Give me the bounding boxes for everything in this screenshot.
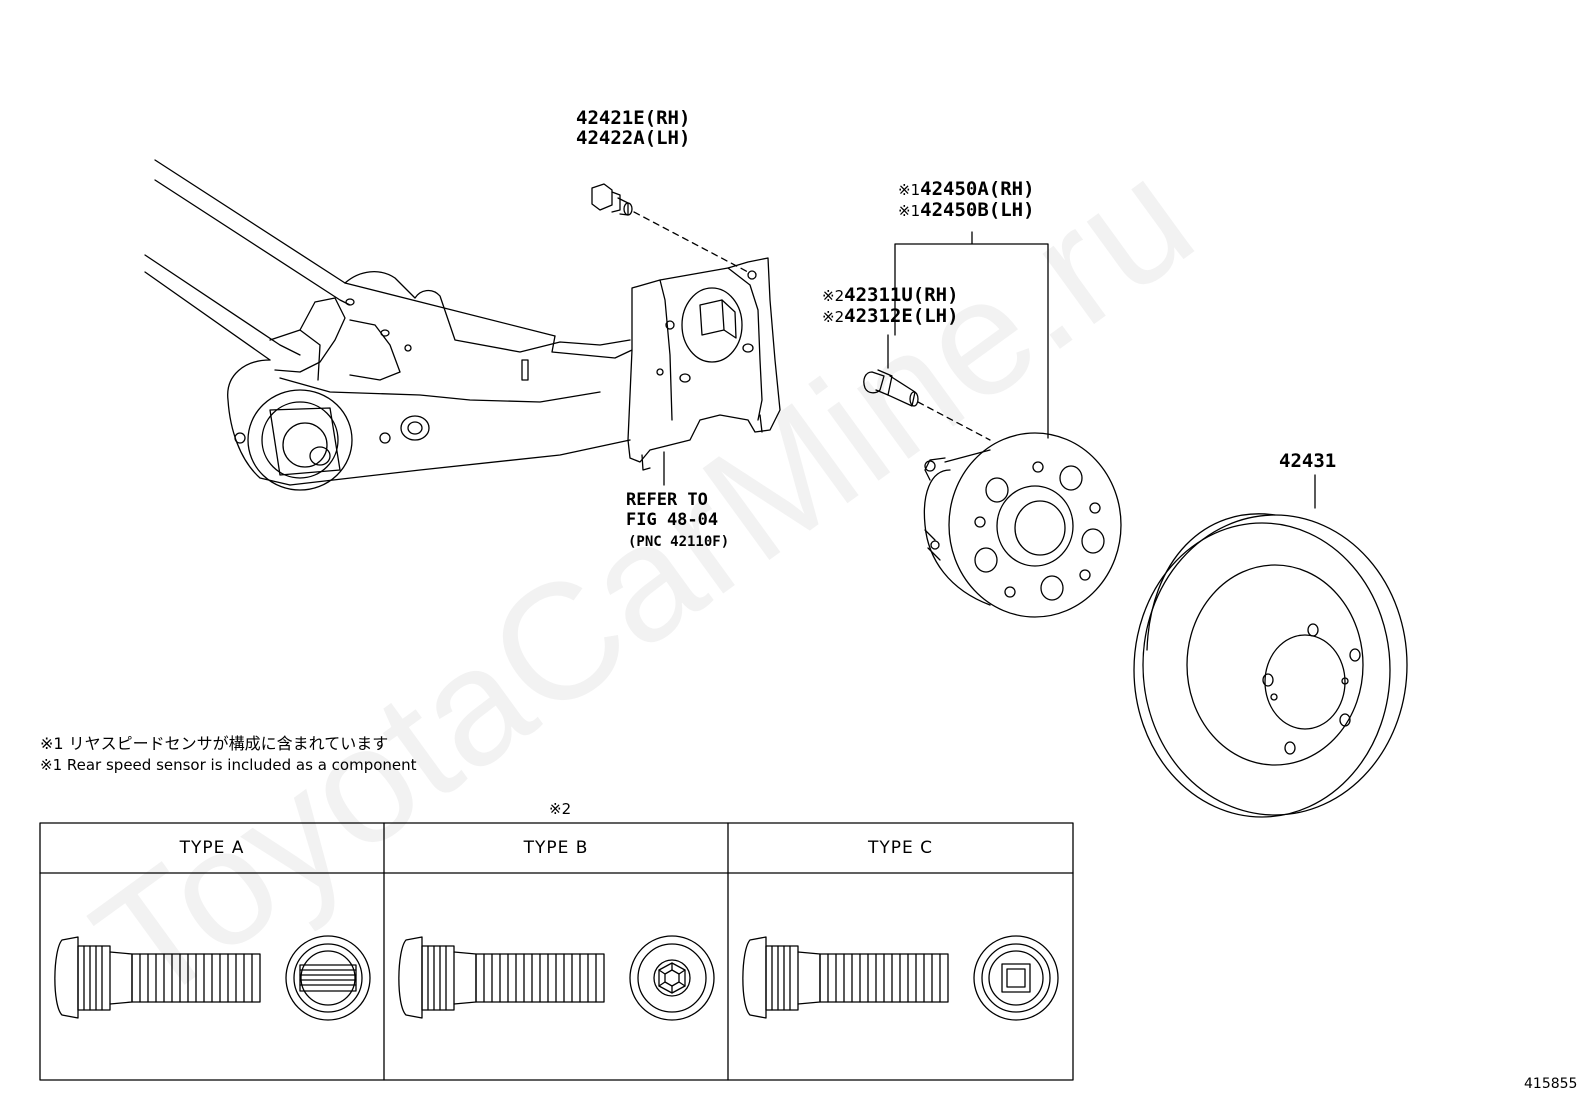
stud-type-table (39, 822, 1074, 1081)
stud-footnote-mark: ※2 (822, 287, 845, 305)
disc-part-number: 42431 (1279, 450, 1337, 472)
hub-footnote-mark: ※1 (898, 202, 921, 220)
stud-table-footnote-mark: ※2 (549, 800, 572, 818)
hub-bolt-illustration (863, 369, 919, 407)
stud-type-b-illustration (398, 935, 715, 1021)
hub-bearing-illustration (923, 432, 1122, 618)
flange-bolt-part-number-rh: 42421E(RH) (576, 107, 691, 129)
stud-type-c-illustration (742, 935, 1059, 1021)
hub-part-number-rh: 42450A(RH) (920, 178, 1035, 200)
hub-bolt-leader (917, 401, 991, 441)
hub-callout-rh: ※142450A(RH) (898, 178, 1035, 200)
refer-text-line1: REFER TO (626, 490, 708, 510)
illustration-number: 415855 (1524, 1076, 1578, 1092)
type-a-label: TYPE A (179, 838, 245, 858)
refer-text-line2: FIG 48-04 (626, 510, 719, 530)
stud-footnote-mark: ※2 (822, 308, 845, 326)
hub-part-number-lh: 42450B(LH) (920, 199, 1035, 221)
refer-text-line3: (PNC 42110F) (628, 534, 730, 550)
rear-axle-beam-illustration (144, 159, 781, 491)
hub-bracket-leader (894, 231, 1049, 439)
stud-part-number-lh: 42312E(LH) (844, 305, 959, 327)
hub-callout-lh: ※142450B(LH) (898, 199, 1035, 221)
footnote-english: ※1 Rear speed sensor is included as a co… (40, 756, 417, 774)
type-c-label: TYPE C (867, 838, 934, 858)
flange-bolt-leader (633, 211, 749, 273)
brake-disc-illustration (1133, 513, 1408, 818)
stud-type-a-illustration (54, 935, 371, 1021)
footnote-japanese: ※1 リヤスピードセンサが構成に含まれています (40, 734, 389, 753)
flange-bolt-illustration (591, 183, 633, 216)
flange-bolt-part-number-lh: 42422A(LH) (576, 127, 691, 149)
stud-callout-lh: ※242312E(LH) (822, 305, 959, 327)
stud-part-number-rh: 42311U(RH) (844, 284, 959, 306)
hub-footnote-mark: ※1 (898, 181, 921, 199)
stud-callout-rh: ※242311U(RH) (822, 284, 959, 306)
type-b-label: TYPE B (523, 838, 589, 858)
